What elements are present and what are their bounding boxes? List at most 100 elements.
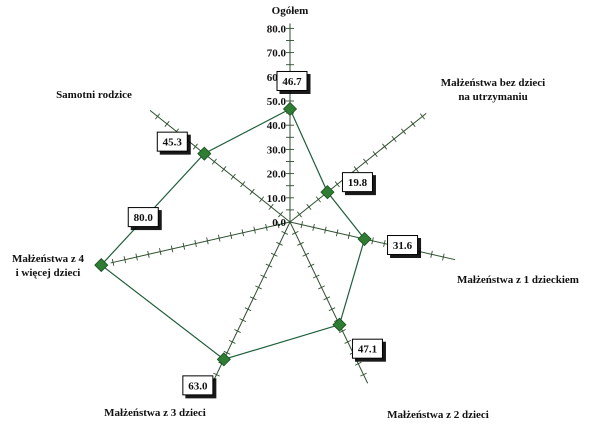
axis-tick — [324, 226, 327, 234]
axis-tick — [211, 158, 217, 165]
axis-label-6: Samotni rodzice — [56, 89, 132, 101]
axis-tick — [281, 230, 289, 235]
axis-spoke-3 — [289, 221, 369, 384]
axis-tick — [249, 188, 255, 195]
axis-tick — [347, 231, 351, 239]
tick-labels: 0.010.020.030.040.050.060.070.080.0 — [267, 23, 287, 229]
axis-spoke-1 — [289, 112, 427, 223]
tick-label: 80.0 — [267, 23, 287, 35]
axis-tick — [230, 173, 236, 180]
axis-tick — [344, 339, 352, 344]
axis-tick — [278, 211, 284, 218]
axis-tick — [297, 241, 304, 246]
axis-tick — [255, 285, 262, 290]
axis-tick — [192, 143, 198, 150]
axis-tick — [268, 203, 274, 210]
axis-tick — [164, 120, 170, 127]
axis-tick — [291, 230, 299, 235]
axis-tick — [410, 120, 416, 127]
value-box-0 — [276, 70, 308, 91]
axis-tick — [360, 372, 367, 377]
data-series: 46.719.831.647.163.080.045.3 — [94, 70, 419, 396]
axis-tick — [155, 113, 161, 120]
series-line — [100, 108, 366, 361]
tick-label: 30.0 — [267, 144, 287, 156]
axis-tick — [382, 143, 388, 150]
axis-tick — [371, 237, 374, 245]
value-box-4 — [182, 375, 214, 396]
data-point-3 — [332, 317, 347, 332]
axis-tick — [442, 253, 445, 261]
axis-tick — [223, 350, 231, 355]
axis-label-2: Małżeństwa z 1 dzieckiem — [457, 274, 579, 286]
axis-tick — [312, 274, 320, 279]
axis-tick — [213, 372, 220, 377]
data-point-2 — [357, 231, 372, 247]
value-label-2: 31.6 — [393, 240, 413, 252]
axis-tick — [253, 226, 256, 234]
value-label-6: 45.3 — [163, 137, 183, 149]
axis-tick — [318, 285, 325, 290]
axis-tick — [307, 263, 315, 268]
axis-tick — [306, 203, 312, 210]
value-label-4: 63.0 — [188, 380, 208, 392]
axis-tick — [296, 211, 302, 218]
axis-tick — [276, 241, 283, 246]
value-box-6 — [156, 131, 188, 152]
axis-tick — [400, 128, 407, 135]
axis-tick — [270, 252, 278, 257]
axis-label-3: Małżeństwa z 2 dzieci — [387, 409, 489, 421]
axis-tick — [372, 151, 378, 158]
axis-tick — [363, 158, 369, 165]
axis-tick — [300, 221, 304, 229]
value-box-1 — [341, 172, 373, 193]
axis-tick — [244, 307, 252, 312]
axis-tick — [159, 248, 162, 256]
axis-tick — [218, 234, 221, 242]
axis-tick — [335, 229, 339, 237]
axis-tick — [229, 231, 233, 239]
axis-tick — [147, 250, 150, 258]
axis-tick — [312, 223, 315, 231]
tick-label: 10.0 — [267, 193, 287, 205]
axis-tick — [328, 307, 336, 312]
axis-tick — [419, 113, 425, 120]
tick-label: 20.0 — [267, 169, 287, 181]
value-label-1: 19.8 — [348, 177, 368, 189]
tick-label: 50.0 — [267, 96, 287, 108]
axis-tick — [241, 229, 245, 237]
axis-tick — [194, 240, 197, 248]
axis-tick — [302, 252, 310, 257]
tick-label: 70.0 — [267, 48, 287, 60]
axis-tick — [354, 361, 362, 366]
data-point-0 — [282, 101, 298, 117]
axis-tick — [182, 242, 186, 250]
axis-spoke-6 — [149, 109, 291, 223]
tick-label: 40.0 — [267, 120, 287, 132]
axis-tick — [206, 237, 209, 245]
axis-tick — [123, 256, 127, 264]
axis-tick — [276, 221, 280, 229]
value-box-3 — [351, 338, 383, 359]
axis-tick — [418, 248, 421, 256]
axis-tick — [383, 240, 386, 248]
axis-tick — [315, 196, 321, 203]
axis-tick — [111, 258, 115, 266]
value-label-0: 46.7 — [282, 76, 302, 88]
value-box-5 — [127, 207, 159, 228]
axis-tick — [249, 296, 257, 301]
value-label-3: 47.1 — [358, 344, 377, 356]
axis-tick — [239, 318, 247, 323]
axis-tick — [221, 166, 227, 173]
axis-tick — [265, 263, 273, 268]
axis-tick — [240, 181, 246, 188]
axis-tick — [339, 329, 346, 333]
data-point-1 — [320, 185, 335, 200]
data-point-5 — [94, 258, 109, 273]
axis-tick — [228, 339, 236, 344]
axis-tick — [234, 329, 241, 333]
